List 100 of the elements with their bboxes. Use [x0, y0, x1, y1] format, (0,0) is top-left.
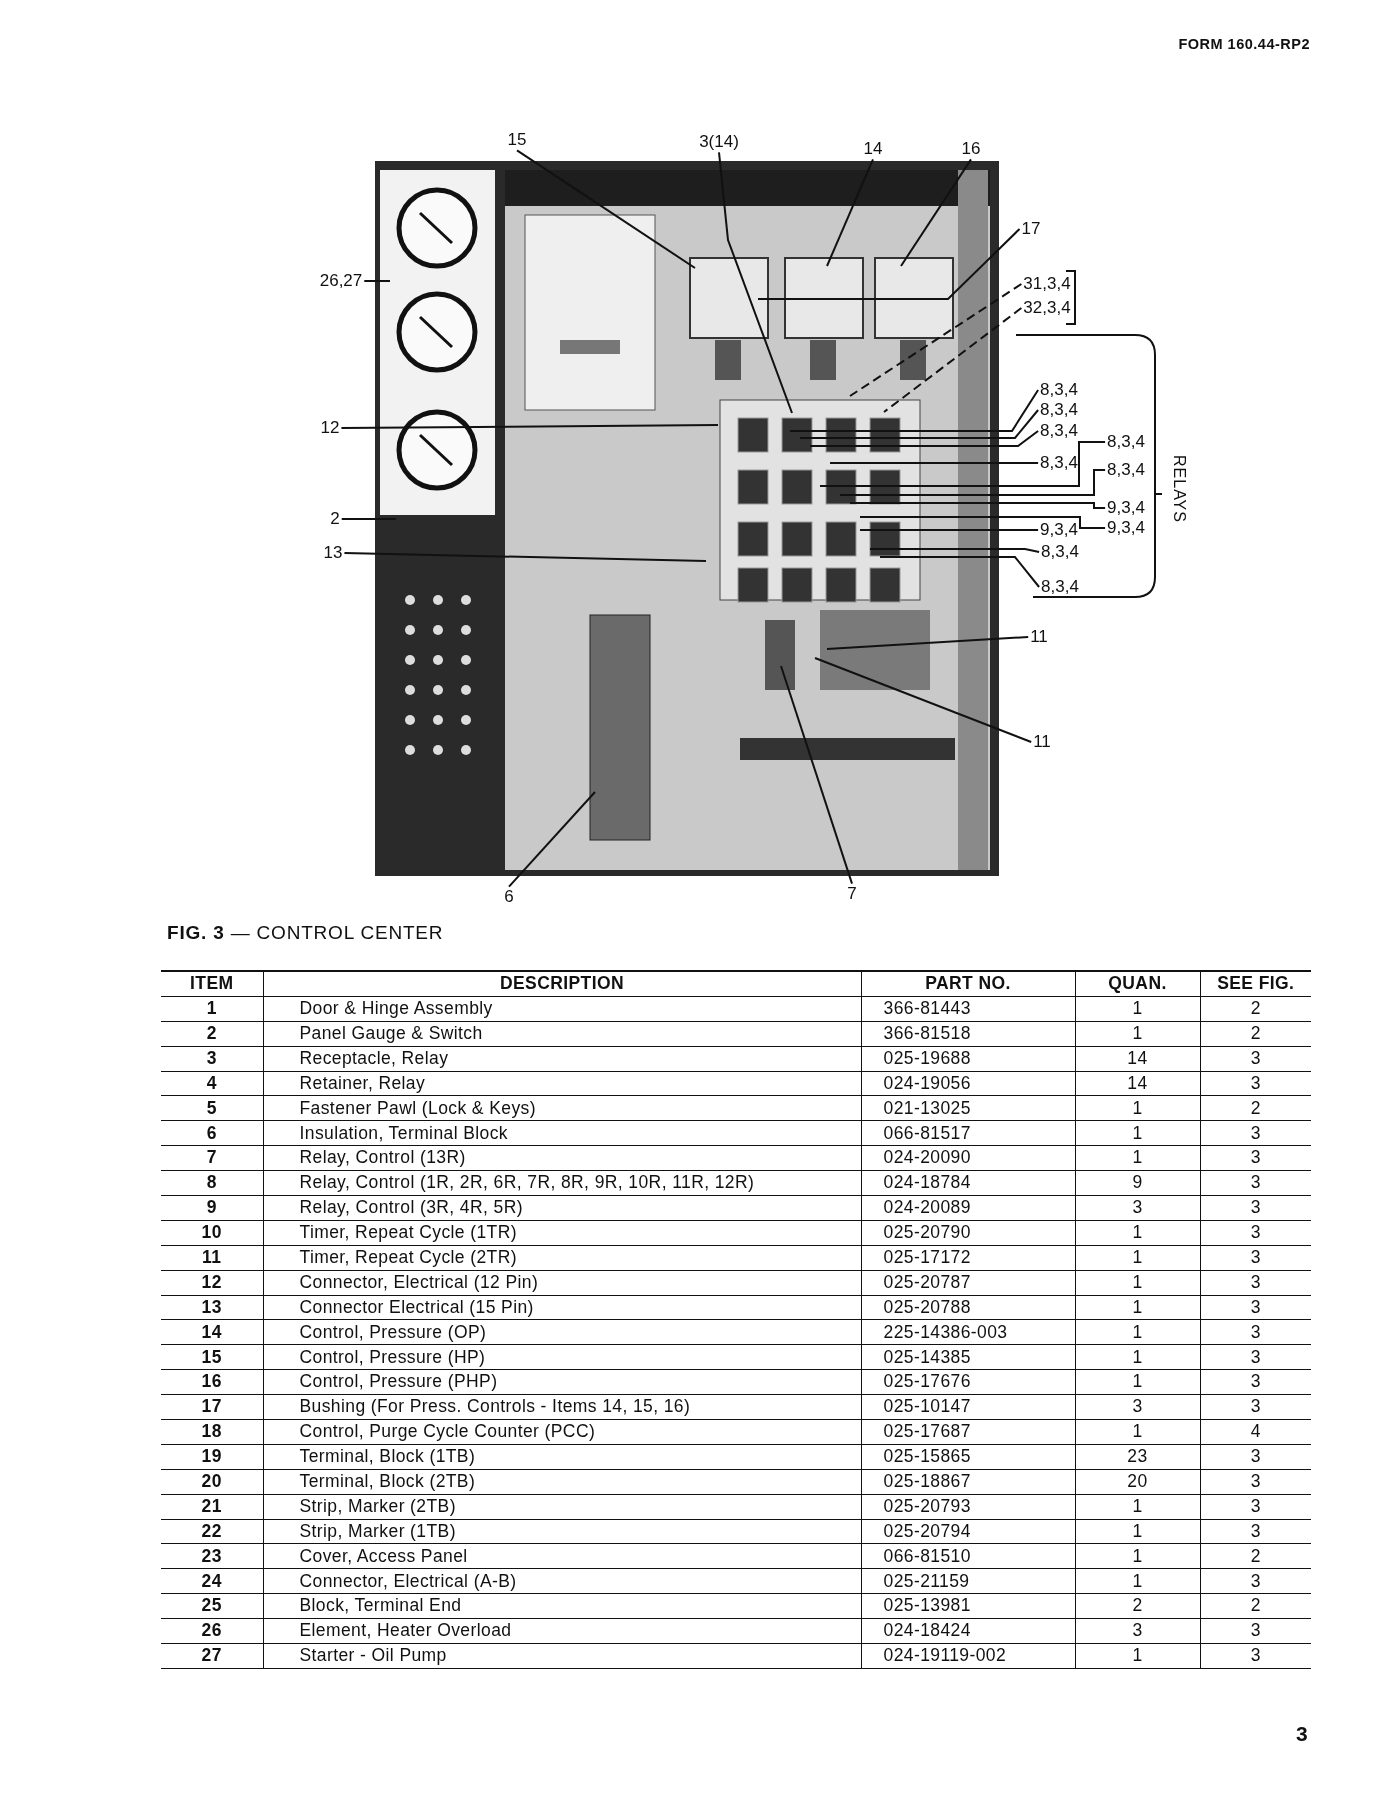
leader-line: [814, 657, 1033, 743]
item-number: 13: [161, 1295, 263, 1320]
item-number: 9: [161, 1195, 263, 1221]
part-number: 066-81517: [861, 1120, 1075, 1146]
quantity: 20: [1075, 1469, 1200, 1495]
figure-reference: 2: [1200, 996, 1311, 1022]
part-description: Control, Pressure (PHP): [263, 1369, 861, 1395]
part-description: Insulation, Terminal Block: [263, 1120, 861, 1146]
quantity: 1: [1075, 1544, 1200, 1569]
item-number: 10: [161, 1220, 263, 1246]
callout-number: 16: [961, 139, 981, 159]
figure-caption: FIG. 3 — CONTROL CENTER: [167, 922, 444, 944]
quantity: 3: [1075, 1394, 1200, 1420]
callout-number: 8,3,4: [1040, 380, 1078, 400]
callout-number: 15: [507, 130, 527, 150]
leader-line: [859, 529, 1040, 531]
item-number: 21: [161, 1494, 263, 1520]
quantity: 1: [1075, 1295, 1200, 1320]
item-number: 1: [161, 996, 263, 1022]
part-number: 025-20788: [861, 1295, 1075, 1320]
part-description: Bushing (For Press. Controls - Items 14, 15, 16): [263, 1394, 861, 1420]
leader-line: [829, 462, 1040, 464]
figure-reference: 3: [1200, 1071, 1311, 1096]
leader-line: [849, 283, 1023, 397]
callout-number: 14: [863, 139, 883, 159]
figure-reference: 3: [1200, 1046, 1311, 1072]
callout-number: 9,3,4: [1107, 498, 1145, 518]
leader-line: [879, 556, 1041, 588]
part-description: Panel Gauge & Switch: [263, 1021, 861, 1047]
quantity: 3: [1075, 1195, 1200, 1221]
item-number: 22: [161, 1519, 263, 1544]
item-number: 5: [161, 1095, 263, 1121]
leader-line: [340, 518, 397, 520]
item-number: 7: [161, 1145, 263, 1171]
part-description: Starter - Oil Pump: [263, 1643, 861, 1669]
part-description: Element, Heater Overload: [263, 1618, 861, 1644]
column-header: PART NO.: [861, 971, 1075, 997]
callout-number: 7: [847, 884, 857, 904]
callout-number: 11: [1033, 732, 1051, 752]
callout-number: 26,27: [319, 271, 363, 291]
page-number: 3: [1296, 1722, 1308, 1746]
column-header: DESCRIPTION: [263, 971, 861, 997]
leader-line: [900, 158, 972, 267]
part-description: Strip, Marker (2TB): [263, 1494, 861, 1520]
figure-reference: 3: [1200, 1469, 1311, 1495]
part-description: Strip, Marker (1TB): [263, 1519, 861, 1544]
item-number: 18: [161, 1419, 263, 1445]
column-header: SEE FIG.: [1200, 971, 1311, 997]
item-number: 2: [161, 1021, 263, 1047]
callout-number: 8,3,4: [1107, 460, 1145, 480]
callout-number: 32,3,4: [1023, 298, 1071, 318]
part-description: Connector, Electrical (A-B): [263, 1568, 861, 1594]
part-description: Connector, Electrical (12 Pin): [263, 1270, 861, 1296]
part-description: Relay, Control (1R, 2R, 6R, 7R, 8R, 9R, 10R, 11R, 12R): [263, 1170, 861, 1196]
part-number: 021-13025: [861, 1095, 1075, 1121]
part-description: Relay, Control (13R): [263, 1145, 861, 1171]
part-description: Control, Pressure (OP): [263, 1319, 861, 1345]
quantity: 1: [1075, 1369, 1200, 1395]
quantity: 1: [1075, 1145, 1200, 1171]
quantity: 3: [1075, 1618, 1200, 1644]
figure-reference: 2: [1200, 1021, 1311, 1047]
figure-reference: 3: [1200, 1295, 1311, 1320]
callout-number: 8,3,4: [1040, 400, 1078, 420]
quantity: 1: [1075, 1245, 1200, 1271]
callout-number: 6: [504, 887, 514, 907]
item-number: 27: [161, 1643, 263, 1669]
part-number: 025-14385: [861, 1344, 1075, 1370]
figure-reference: 3: [1200, 1344, 1311, 1370]
item-number: 20: [161, 1469, 263, 1495]
part-number: 024-18424: [861, 1618, 1075, 1644]
part-number: 024-19119-002: [861, 1643, 1075, 1669]
quantity: 2: [1075, 1593, 1200, 1619]
item-number: 3: [161, 1046, 263, 1072]
quantity: 1: [1075, 1270, 1200, 1296]
part-number: 066-81510: [861, 1544, 1075, 1569]
quantity: 1: [1075, 1494, 1200, 1520]
callout-number: 8,3,4: [1107, 432, 1145, 452]
part-number: 025-18867: [861, 1469, 1075, 1495]
figure-reference: 3: [1200, 1220, 1311, 1246]
callout-number: 13: [323, 543, 343, 563]
quantity: 14: [1075, 1046, 1200, 1072]
figure-reference: 3: [1200, 1170, 1311, 1196]
callout-number: 9,3,4: [1040, 520, 1078, 540]
leader-line: [718, 151, 793, 414]
quantity: 1: [1075, 1095, 1200, 1121]
part-number: 025-17172: [861, 1245, 1075, 1271]
part-description: Block, Terminal End: [263, 1593, 861, 1619]
leader-line: [819, 441, 1107, 487]
leader-line: [826, 158, 874, 267]
part-number: 025-19688: [861, 1046, 1075, 1072]
item-number: 4: [161, 1071, 263, 1096]
callout-number: 8,3,4: [1040, 453, 1078, 473]
quantity: 1: [1075, 1344, 1200, 1370]
part-number: 024-18784: [861, 1170, 1075, 1196]
part-description: Connector Electrical (15 Pin): [263, 1295, 861, 1320]
item-number: 25: [161, 1593, 263, 1619]
figure-reference: 2: [1200, 1544, 1311, 1569]
callout-number: 3(14): [699, 132, 739, 152]
figure-reference: 3: [1200, 1519, 1311, 1544]
leader-line: [340, 424, 719, 429]
